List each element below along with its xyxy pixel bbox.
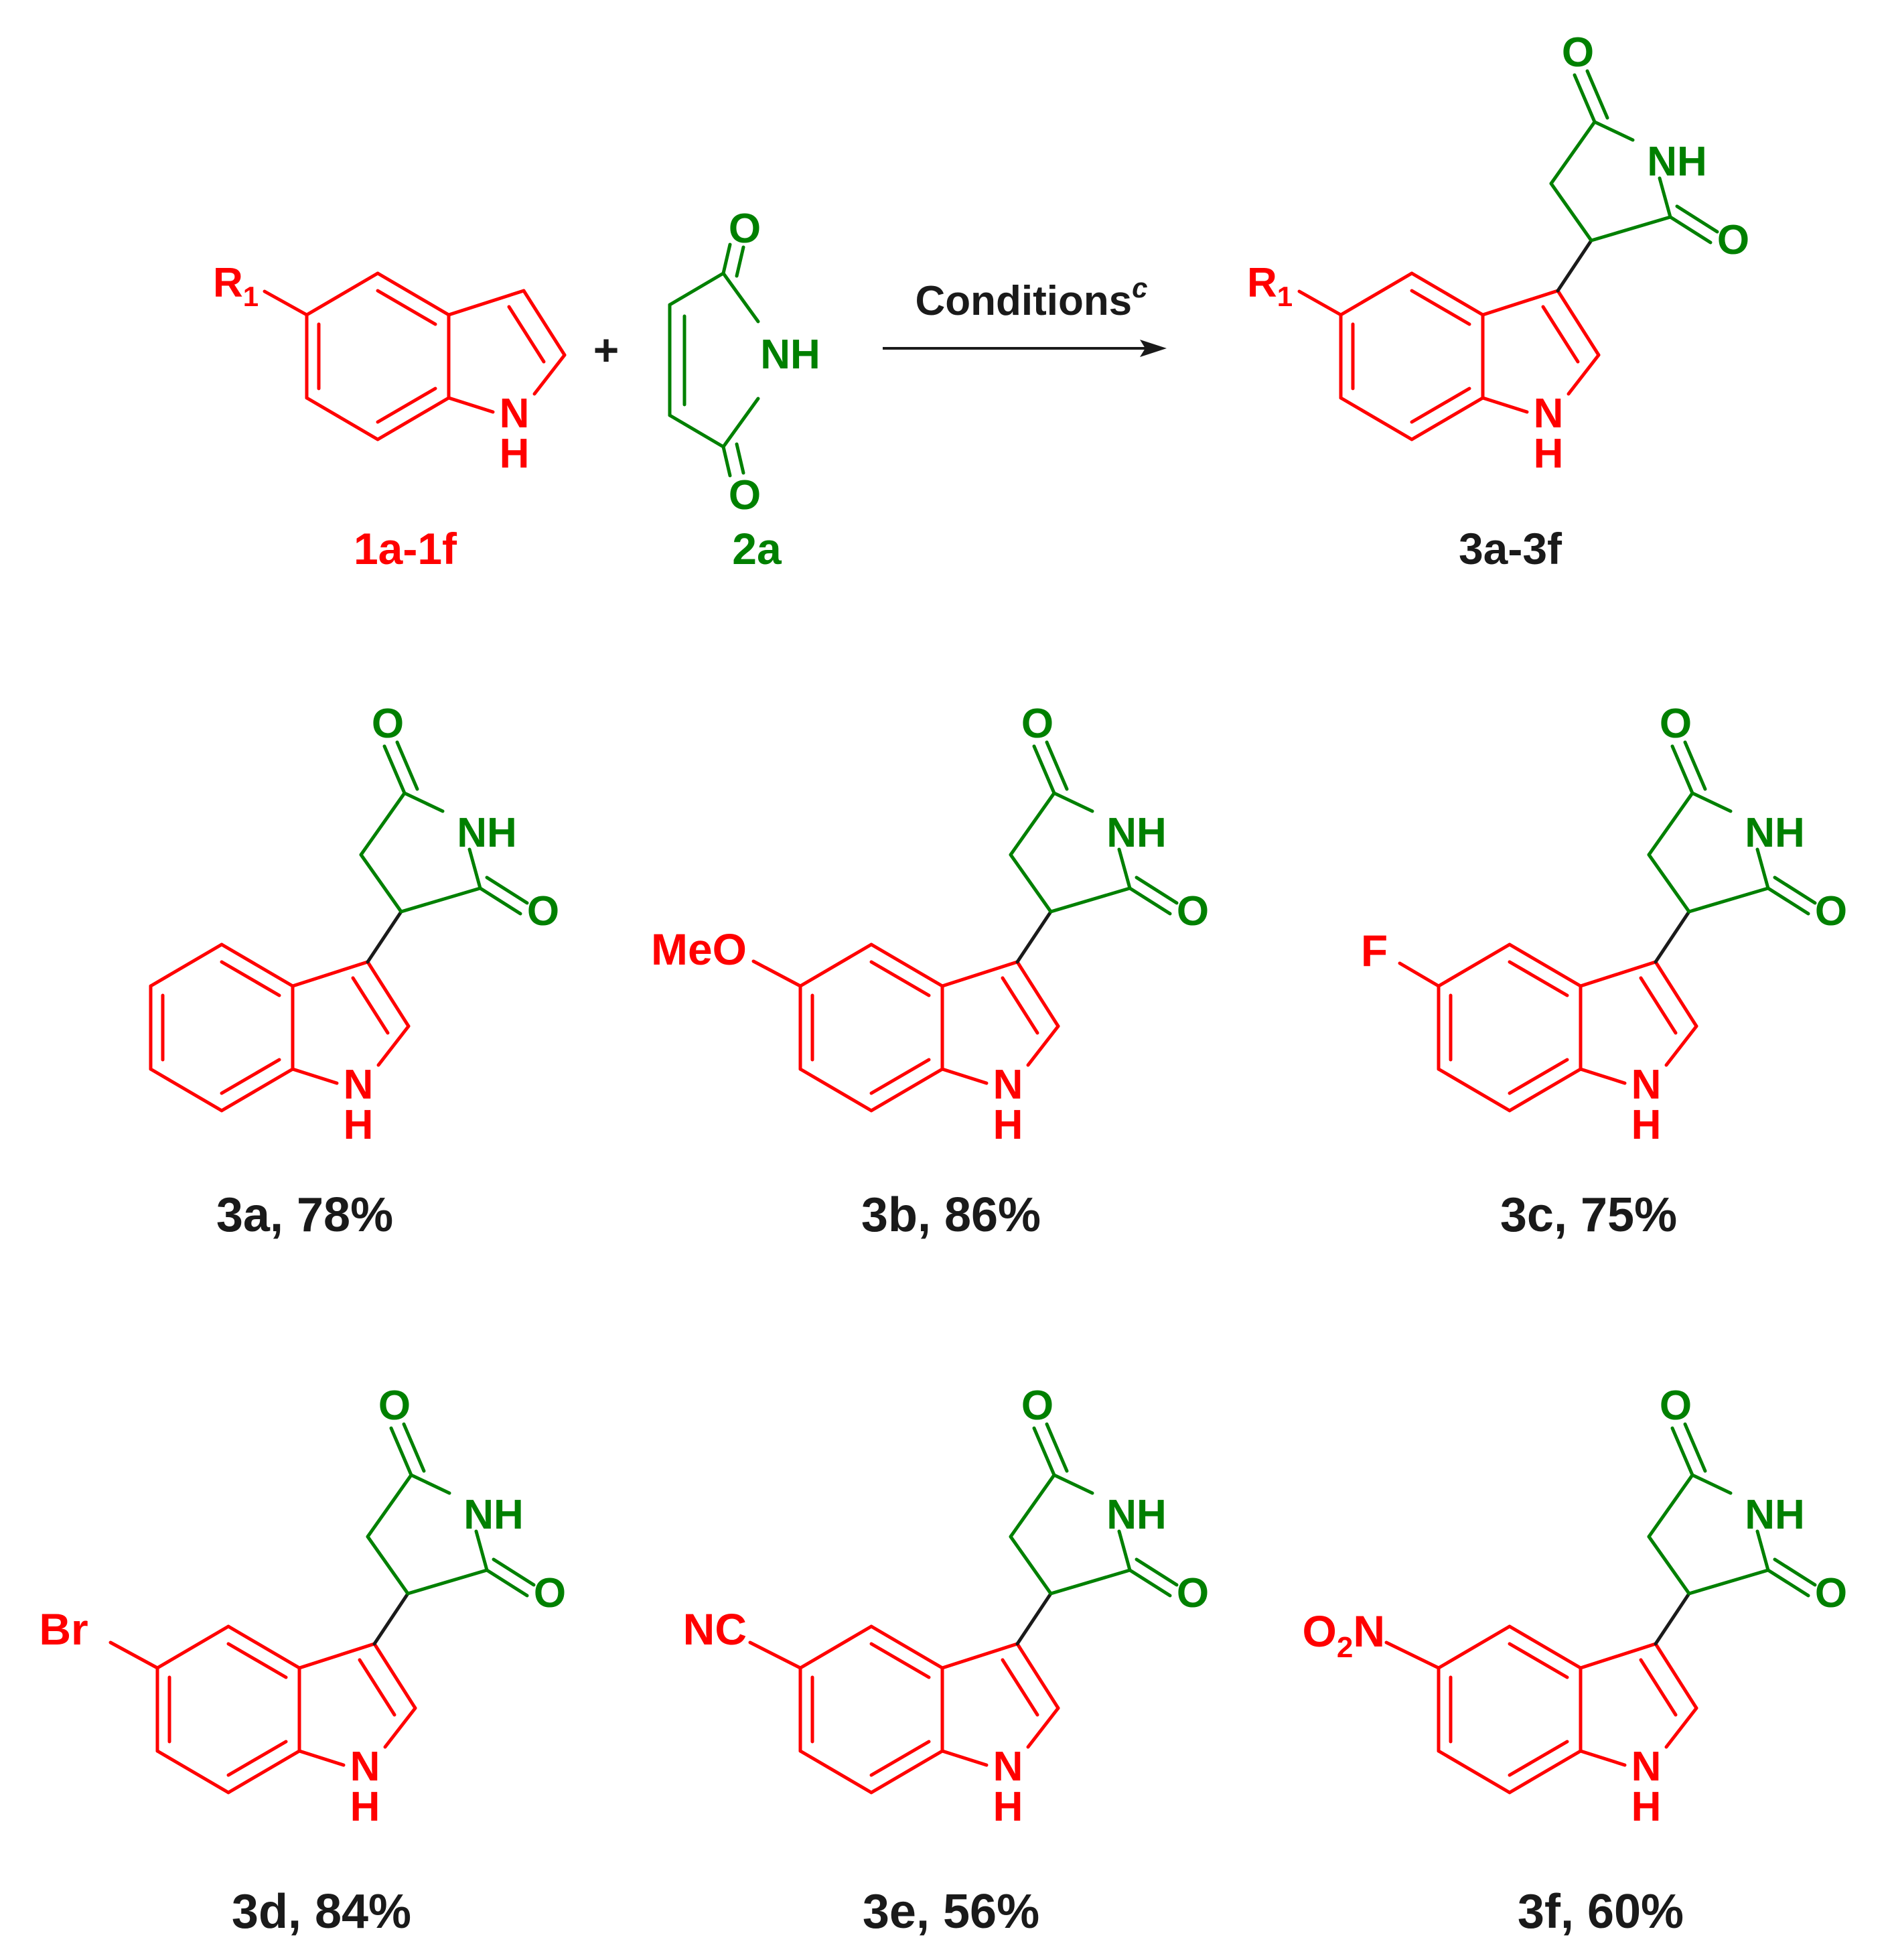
product-3b: MeO 3b, 86%: [651, 701, 1209, 1242]
product-3f-substituent: O2N: [1303, 1606, 1386, 1664]
product-3e-substituent: NC: [683, 1604, 747, 1654]
product-3a: 3a, 78%: [151, 701, 559, 1242]
reactant-1-substituent: R1: [213, 260, 259, 312]
product-3e-caption: 3e, 56%: [863, 1885, 1039, 1939]
product-3f: O2N 3f, 60%: [1303, 1383, 1848, 1939]
product-3b-substituent: MeO: [651, 924, 747, 974]
product-general: R1 3a-3f: [1247, 29, 1749, 573]
reaction-arrow: Conditionsc: [883, 272, 1167, 357]
reactant-1: R1 1a-1f: [213, 260, 565, 573]
product-3c-caption: 3c, 75%: [1500, 1188, 1677, 1242]
reactant-1-label: 1a-1f: [354, 524, 457, 573]
product-general-label: 3a-3f: [1459, 524, 1562, 573]
reactant-2-label: 2a: [732, 524, 782, 573]
product-3c-substituent: F: [1361, 926, 1388, 975]
product-3f-caption: 3f, 60%: [1518, 1885, 1684, 1939]
maleimide-nh: NH: [760, 332, 820, 378]
product-3b-caption: 3b, 86%: [861, 1188, 1041, 1242]
product-3d-substituent: Br: [39, 1604, 88, 1654]
product-3a-caption: 3a, 78%: [216, 1188, 393, 1242]
product-3c: F 3c, 75%: [1361, 701, 1847, 1242]
arrow-conditions-label: Conditionsc: [915, 272, 1147, 324]
plus-sign: +: [593, 325, 620, 374]
reactant-2-maleimide: O NH O 2a: [668, 206, 820, 573]
maleimide-o-top: O: [729, 206, 761, 252]
product-general-substituent: R1: [1247, 260, 1293, 312]
maleimide-o-bottom: O: [729, 472, 761, 518]
product-3e: NC 3e, 56%: [683, 1383, 1209, 1939]
product-3d-caption: 3d, 84%: [232, 1885, 411, 1939]
product-3d: Br 3d, 84%: [39, 1383, 566, 1939]
